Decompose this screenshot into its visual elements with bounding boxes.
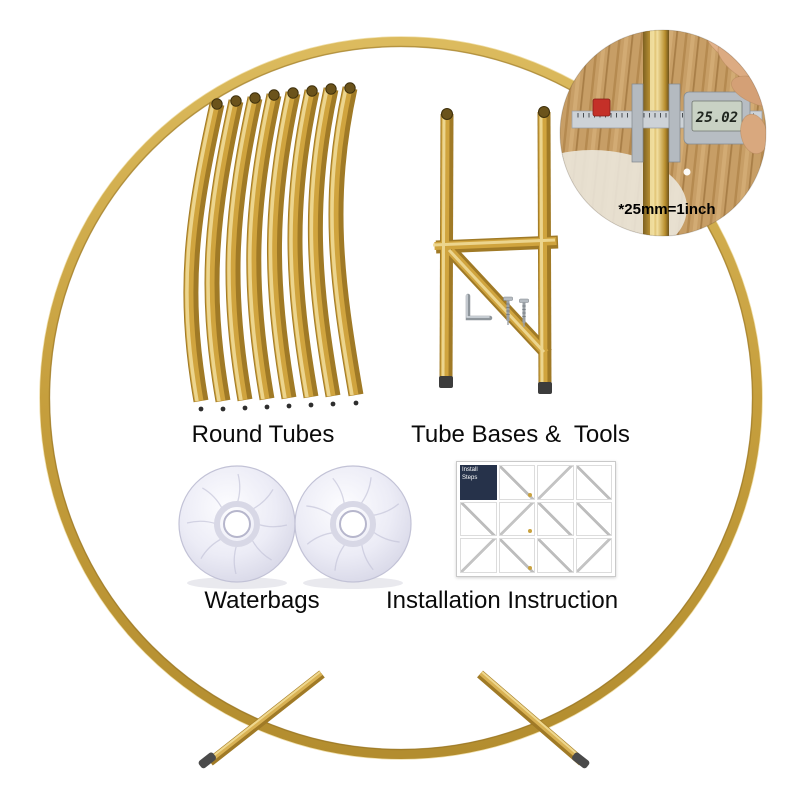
inset-note: *25mm=1inch xyxy=(618,201,716,218)
waterbag-shadow xyxy=(187,577,287,589)
base-caps xyxy=(441,106,550,120)
caliper-jaw-left xyxy=(631,83,644,163)
frame-left-foot xyxy=(198,752,216,769)
waterbag-hole xyxy=(223,510,251,538)
waterbag-shadow xyxy=(303,577,403,589)
frame-right-foot xyxy=(572,752,590,769)
base-feet xyxy=(439,376,552,394)
waterbag-right xyxy=(294,465,412,583)
installation-instruction-label: Installation Instruction xyxy=(385,587,619,614)
instruction-sheet: Install Steps xyxy=(456,461,616,577)
tube-bases-tools-label: Tube Bases & Tools xyxy=(411,421,630,448)
allen-wrench xyxy=(465,293,493,321)
instruction-sheet-panel xyxy=(575,501,612,537)
round-tubes-bundle xyxy=(187,83,358,412)
tube-pins xyxy=(198,400,359,412)
circle-frame xyxy=(39,36,763,760)
waterbag-hole-rim xyxy=(330,501,376,547)
instruction-sheet-panel xyxy=(460,538,497,573)
instruction-sheet-panel xyxy=(460,501,497,537)
waterbag-left xyxy=(178,465,296,583)
measured-tube xyxy=(643,30,669,236)
round-tubes-label: Round Tubes xyxy=(191,421,335,448)
instruction-sheet-panel xyxy=(537,465,574,500)
caliper-scale xyxy=(576,113,754,119)
caliper-reading: 25.02 xyxy=(695,110,738,126)
instruction-sheet-panel xyxy=(498,501,535,537)
instruction-sheet-panel xyxy=(575,465,612,500)
glare-spot xyxy=(683,168,691,176)
instruction-sheet-title: Install Steps xyxy=(460,465,497,500)
caliper-lcd xyxy=(691,100,743,132)
instruction-sheet-panel xyxy=(537,538,574,573)
instruction-sheet-panel xyxy=(498,538,535,573)
waterbag-hole-rim xyxy=(214,501,260,547)
waterbags-label: Waterbags xyxy=(204,587,320,614)
inset-border xyxy=(559,29,767,237)
caliper-jaw-right xyxy=(668,83,681,163)
frame-right-leg xyxy=(477,670,590,769)
instruction-sheet-panel xyxy=(575,538,612,573)
caliper-red-button xyxy=(592,98,611,117)
instruction-sheet-panel xyxy=(498,465,535,500)
caliper: 25.02 xyxy=(571,83,763,163)
instruction-sheet-panel xyxy=(537,501,574,537)
tube-openings xyxy=(211,82,356,110)
waterbag-hole xyxy=(339,510,367,538)
frame-left-leg xyxy=(198,670,325,769)
tube-base-frame xyxy=(433,107,558,395)
